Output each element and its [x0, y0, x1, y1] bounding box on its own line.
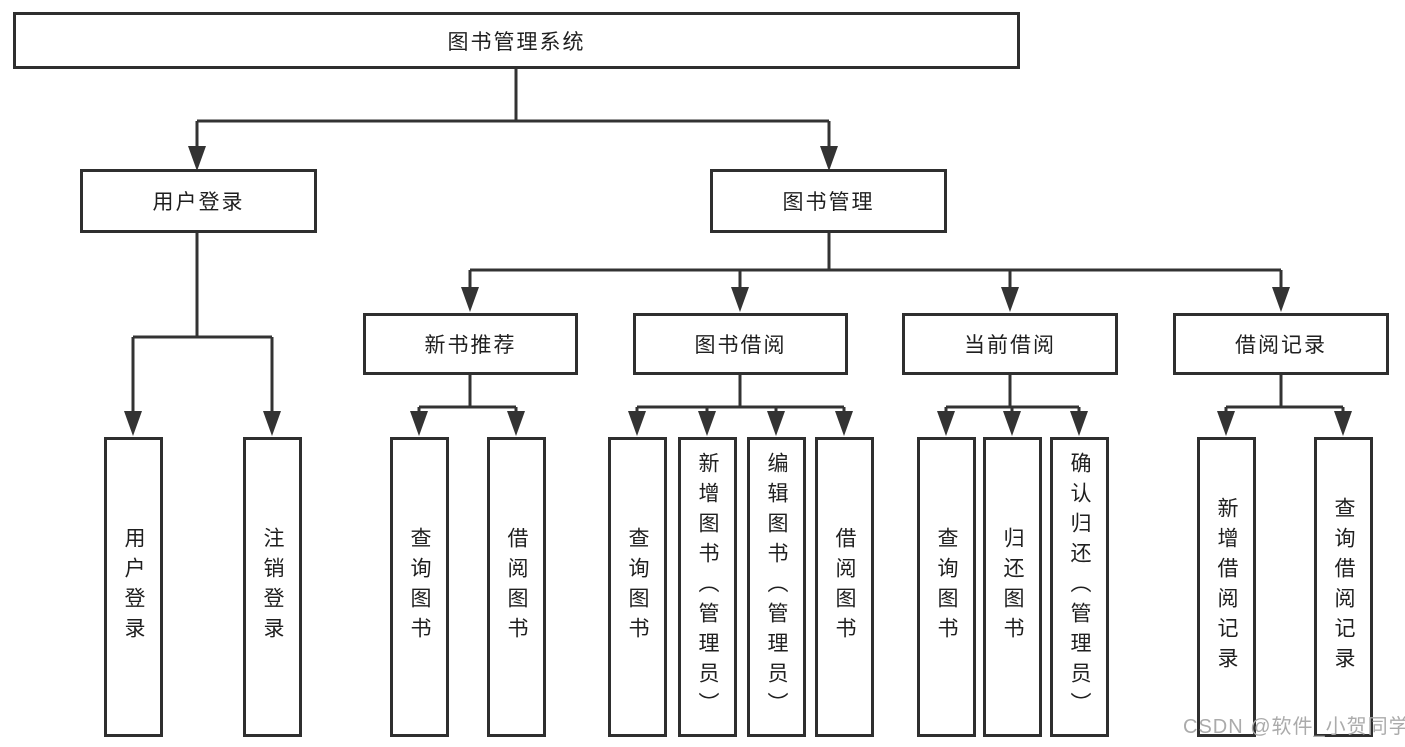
- node-leaf-query-books: 查询图书: [917, 437, 976, 737]
- node-leaf-return-books: 归还图书: [983, 437, 1042, 737]
- node-label: 借阅图书: [833, 527, 856, 647]
- node-group-new-book-recommend: 新书推荐: [363, 313, 578, 375]
- arrowheads: [124, 146, 1352, 436]
- node-branch-user-login: 用户登录: [80, 169, 317, 233]
- node-leaf-logout: 注销登录: [243, 437, 302, 737]
- node-label: 编辑图书（管理员）: [765, 452, 788, 722]
- node-leaf-query-borrow-record: 查询借阅记录: [1314, 437, 1373, 737]
- node-label: 新增借阅记录: [1215, 497, 1238, 677]
- node-leaf-user-login: 用户登录: [104, 437, 163, 737]
- node-leaf-query-books: 查询图书: [390, 437, 449, 737]
- node-group-current-borrow: 当前借阅: [902, 313, 1118, 375]
- node-branch-book-management: 图书管理: [710, 169, 947, 233]
- node-system-root: 图书管理系统: [13, 12, 1020, 69]
- node-leaf-borrow-books: 借阅图书: [487, 437, 546, 737]
- node-leaf-confirm-return-admin: 确认归还（管理员）: [1050, 437, 1109, 737]
- node-label: 查询图书: [408, 527, 431, 647]
- node-label: 注销登录: [261, 527, 284, 647]
- node-label: 查询借阅记录: [1332, 497, 1355, 677]
- node-label: 查询图书: [935, 527, 958, 647]
- node-label: 查询图书: [626, 527, 649, 647]
- node-label: 新增图书（管理员）: [696, 452, 719, 722]
- node-leaf-add-borrow-record: 新增借阅记录: [1197, 437, 1256, 737]
- node-leaf-edit-book-admin: 编辑图书（管理员）: [747, 437, 806, 737]
- node-label: 借阅图书: [505, 527, 528, 647]
- node-group-borrow-records: 借阅记录: [1173, 313, 1389, 375]
- node-leaf-borrow-books: 借阅图书: [815, 437, 874, 737]
- node-leaf-query-books: 查询图书: [608, 437, 667, 737]
- watermark: CSDN @软件_小贺同学: [1183, 716, 1405, 738]
- node-group-book-borrow: 图书借阅: [633, 313, 848, 375]
- node-label: 用户登录: [122, 527, 145, 647]
- node-label: 确认归还（管理员）: [1068, 452, 1091, 722]
- node-leaf-add-book-admin: 新增图书（管理员）: [678, 437, 737, 737]
- node-label: 归还图书: [1001, 527, 1024, 647]
